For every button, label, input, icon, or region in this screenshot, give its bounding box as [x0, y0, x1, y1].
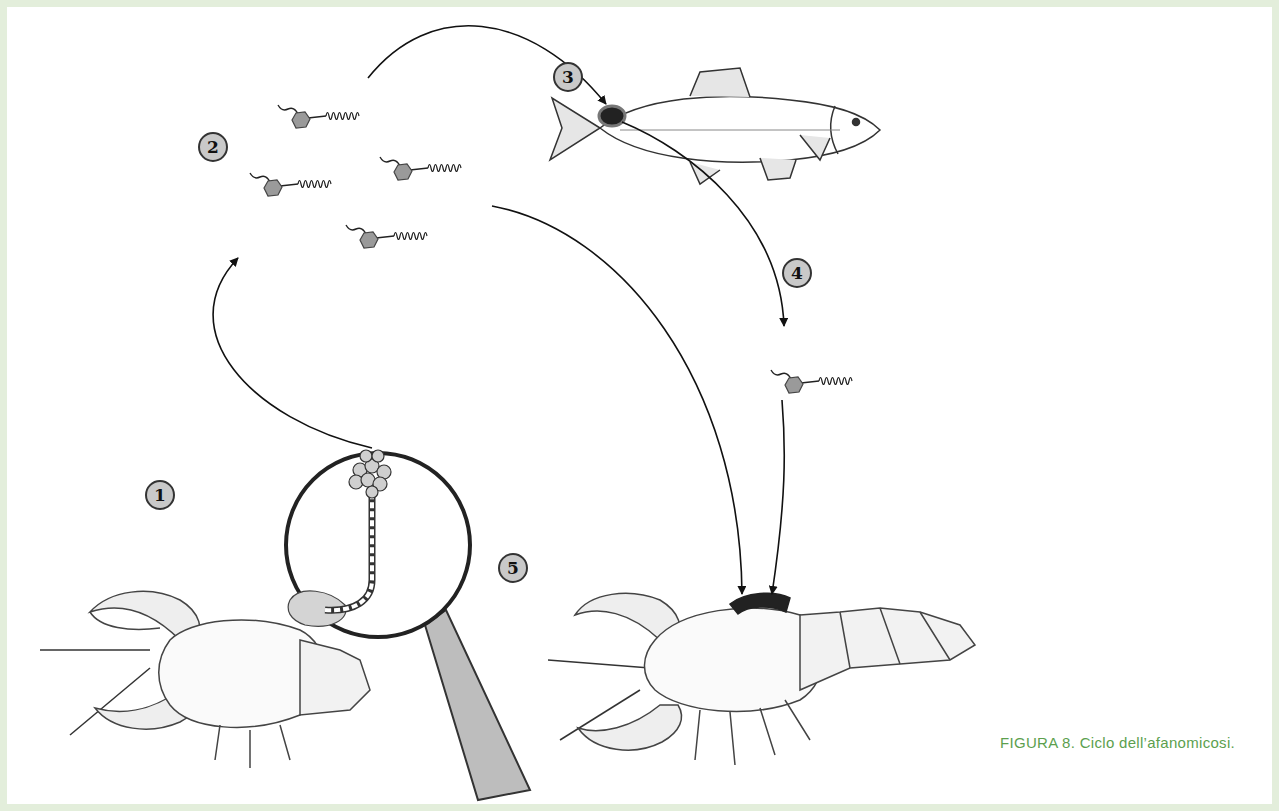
crayfish-new-host	[548, 593, 975, 765]
callout-number: 4	[782, 258, 812, 288]
cycle-arrows	[213, 26, 784, 594]
callout-number: 2	[198, 132, 228, 162]
callout-number: 5	[498, 553, 528, 583]
callout-number: 1	[145, 480, 175, 510]
figure-caption: FIGURA 8. Ciclo dell’afanomicosi.	[1000, 734, 1235, 751]
zoospore	[380, 157, 461, 180]
callout-number: 3	[553, 62, 583, 92]
zoospore	[250, 173, 331, 196]
magnifier	[286, 450, 530, 800]
zoospore	[771, 370, 852, 393]
fish	[550, 68, 880, 184]
zoospore	[346, 225, 427, 248]
zoospore	[278, 105, 359, 128]
crayfish-infected	[40, 591, 370, 768]
